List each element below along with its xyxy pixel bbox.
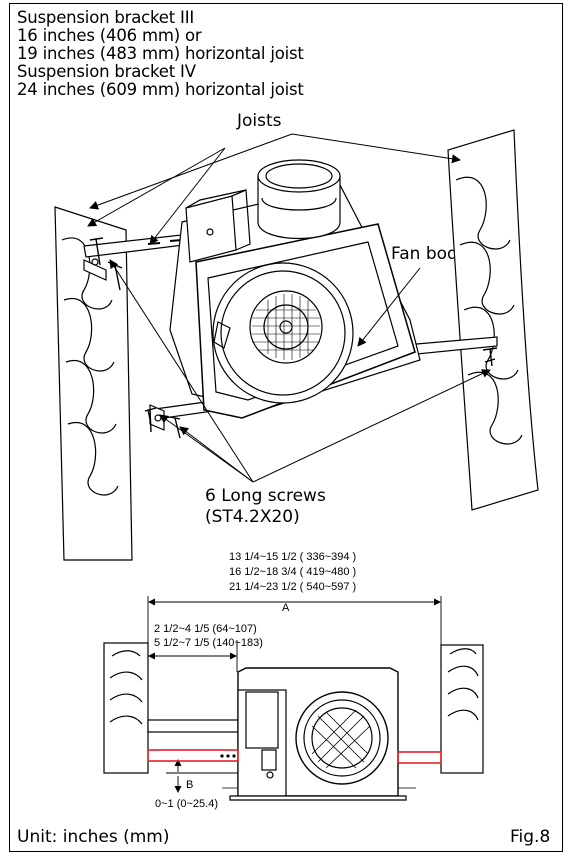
screws-label-1: 6 Long screws	[205, 486, 326, 506]
figure-frame	[9, 3, 563, 852]
bracket-iii-spec-1: 16 inches (406 mm) or	[17, 26, 202, 45]
dim-a-range-3: 21 1/4~23 1/2 ( 540~597 )	[229, 581, 357, 593]
left-red-bracket	[147, 749, 239, 762]
left-joist-section	[103, 642, 149, 774]
dim-a-letter: A	[282, 602, 290, 614]
dim-b-letter: B	[186, 779, 194, 791]
dim-offset-range-2: 5 1/2~7 1/5 (140~183)	[154, 637, 263, 649]
duct-collar	[257, 159, 341, 240]
right-joist-section	[440, 644, 484, 774]
left-hanger-bar	[147, 719, 239, 733]
dim-a-range-1: 13 1/4~15 1/2 ( 336~394 )	[229, 551, 357, 563]
unit-note: Unit: inches (mm)	[17, 827, 170, 847]
dimension-b	[166, 759, 238, 793]
right-red-bracket	[397, 751, 442, 764]
bracket-iii-spec-2: 19 inches (483 mm) horizontal joist	[17, 44, 304, 63]
blower-wheel	[212, 262, 354, 404]
fan-housing-side	[222, 667, 416, 801]
screws-label-2: (ST4.2X20)	[205, 507, 300, 527]
fan-body-label: Fan body	[391, 244, 468, 264]
bracket-iv-spec: 24 inches (609 mm) horizontal joist	[17, 80, 304, 99]
joists-label: Joists	[237, 111, 282, 131]
left-joist	[54, 206, 133, 561]
dim-offset-range-1: 2 1/2~4 1/5 (64~107)	[154, 623, 257, 635]
bracket-rivets	[220, 754, 236, 758]
right-joist	[447, 129, 539, 511]
bracket-iv-title: Suspension bracket IV	[17, 62, 196, 81]
red-suspension-brackets	[147, 749, 442, 764]
dim-b-range: 0~1 (0~25.4)	[155, 798, 218, 810]
leader-lines	[87, 133, 491, 483]
figure-number: Fig.8	[510, 827, 551, 847]
bracket-iii-title: Suspension bracket III	[17, 8, 195, 27]
dim-a-range-2: 16 1/2~18 3/4 ( 419~480 )	[229, 566, 357, 578]
